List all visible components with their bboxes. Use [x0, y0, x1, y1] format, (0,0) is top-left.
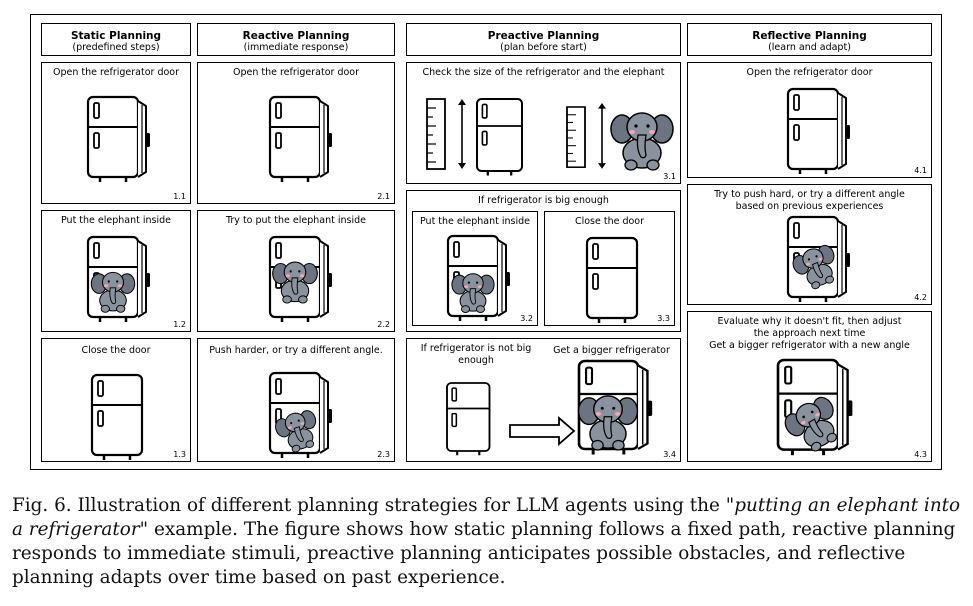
panel-1-1: Open the refrigerator door 1.1 [41, 62, 191, 204]
panel-number: 4.3 [914, 450, 927, 459]
caption-prefix: Fig. 6. Illustration of different planni… [12, 495, 726, 516]
panel-3-3: Close the door 3.3 [544, 211, 675, 326]
elephant-tilted-fridge-illustration [268, 371, 333, 460]
panel-text: Try to put the elephant inside [225, 215, 366, 226]
panel-3-2-group: If refrigerator is big enough Put the el… [406, 190, 681, 332]
panel-text: Try to push hard, or try a different ang… [714, 189, 905, 200]
elephant-in-fridge-illustration [446, 234, 511, 323]
header-title: Static Planning [70, 30, 162, 42]
panel-text: Put the elephant inside [419, 216, 531, 227]
panel-number: 3.4 [663, 450, 676, 459]
panel-number: 1.2 [173, 320, 186, 329]
measure-illustration [426, 97, 674, 177]
header-subtitle: (plan before start) [500, 42, 587, 53]
panel-number: 3.1 [663, 172, 676, 181]
closed-fridge-illustration [90, 373, 144, 462]
bigger-fridge-angle-illustration [776, 358, 854, 460]
panel-text: the approach next time [753, 328, 866, 339]
panel-text: Push harder, or try a different angle. [209, 345, 383, 356]
panel-3-4: If refrigerator is not big enough Get a … [406, 338, 681, 462]
panel-text: Close the door [81, 345, 151, 356]
panel-text: Open the refrigerator door [746, 67, 873, 78]
panel-3-2: Put the elephant inside 3.2 [412, 211, 538, 326]
open-fridge-illustration [86, 95, 151, 184]
panel-number: 2.1 [377, 192, 390, 201]
panel-number: 4.1 [914, 166, 927, 175]
open-fridge-illustration [786, 87, 851, 176]
open-fridge-illustration [268, 95, 333, 184]
header-subtitle: (learn and adapt) [768, 42, 851, 53]
header-title: Reflective Planning [752, 30, 867, 42]
panel-text: Evaluate why it doesn't fit, then adjust [717, 316, 902, 327]
panel-text: based on previous experiences [735, 201, 884, 212]
panel-text: Put the elephant inside [60, 215, 172, 226]
panel-4-3: Evaluate why it doesn't fit, then adjust… [687, 311, 932, 462]
elephant-stuck-fridge-illustration [268, 235, 333, 324]
figure-frame: Static Planning (predefined steps) React… [30, 14, 942, 470]
panel-text: Open the refrigerator door [232, 67, 360, 78]
panel-text: Close the door [574, 216, 645, 227]
panel-2-3: Push harder, or try a different angle. 2… [197, 338, 395, 462]
panel-number: 3.3 [657, 314, 670, 323]
panel-number: 4.2 [914, 293, 927, 302]
panel-text: Open the refrigerator door [52, 67, 180, 78]
header-reflective: Reflective Planning (learn and adapt) [687, 23, 932, 56]
panel-number: 3.2 [520, 314, 533, 323]
header-subtitle: (predefined steps) [72, 42, 160, 53]
panel-text: If refrigerator is big enough [478, 195, 609, 206]
elephant-angled-fridge-illustration [786, 215, 851, 304]
caption-quote: "putting an elephant into a refrigerator… [12, 495, 961, 540]
panel-1-2: Put the elephant inside 1.2 [41, 210, 191, 332]
panel-number: 1.3 [173, 450, 186, 459]
bigger-fridge-illustration [445, 359, 654, 457]
panel-3-1: Check the size of the refrigerator and t… [406, 62, 681, 184]
closed-fridge-illustration [585, 236, 639, 325]
elephant-in-fridge-illustration [86, 235, 151, 324]
header-subtitle: (immediate response) [243, 42, 349, 53]
header-reactive: Reactive Planning (immediate response) [197, 23, 395, 56]
panel-1-3: Close the door 1.3 [41, 338, 191, 462]
panel-2-2: Try to put the elephant inside 2.2 [197, 210, 395, 332]
figure-caption: Fig. 6. Illustration of different planni… [12, 494, 964, 590]
panel-text: Get a bigger refrigerator with a new ang… [709, 340, 910, 351]
panel-number: 1.1 [173, 192, 186, 201]
panel-2-1: Open the refrigerator door 2.1 [197, 62, 395, 204]
panel-4-2: Try to push hard, or try a different ang… [687, 184, 932, 305]
panel-4-1: Open the refrigerator door 4.1 [687, 62, 932, 178]
caption-suffix: example. The figure shows how static pla… [12, 519, 956, 588]
panel-text: Check the size of the refrigerator and t… [422, 67, 665, 78]
header-title: Preactive Planning [487, 30, 600, 42]
panel-text: Get a bigger refrigerator [553, 345, 670, 356]
header-preactive: Preactive Planning (plan before start) [406, 23, 681, 56]
panel-number: 2.3 [377, 450, 390, 459]
header-title: Reactive Planning [242, 30, 350, 42]
header-static: Static Planning (predefined steps) [41, 23, 191, 56]
panel-text: If refrigerator is not big enough [420, 343, 532, 366]
panel-number: 2.2 [377, 320, 390, 329]
